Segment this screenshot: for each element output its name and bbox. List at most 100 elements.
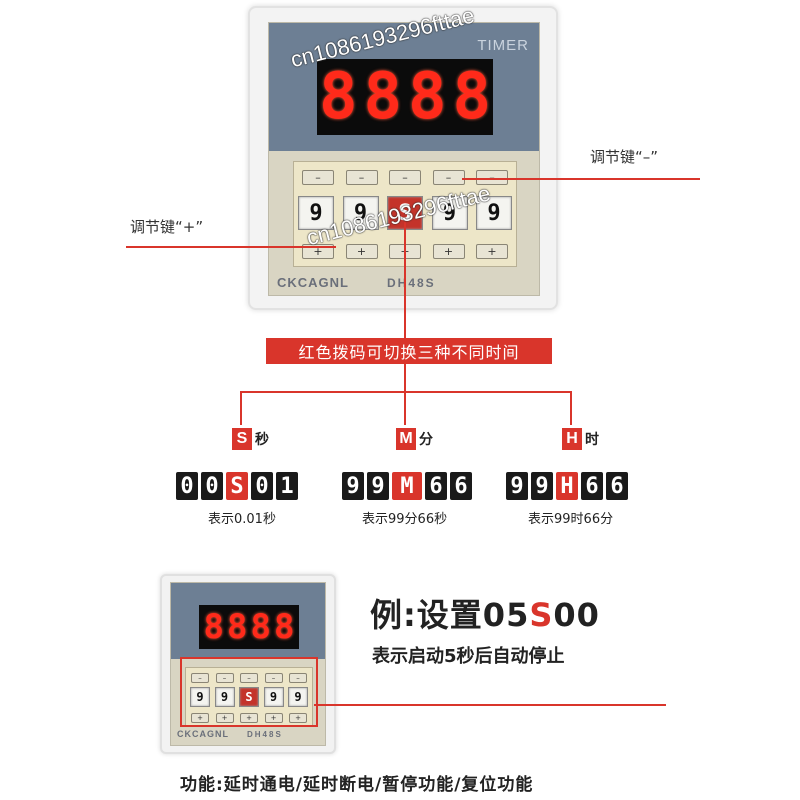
- mode-hours-label: H 时: [562, 428, 599, 450]
- display-band: 8 8 8 8: [171, 583, 325, 659]
- digit-dial[interactable]: 9: [263, 687, 284, 707]
- minus-key-row: – – – – –: [191, 673, 307, 683]
- plus-callout-line: [126, 246, 336, 248]
- mode-seconds-caption: 表示0.01秒: [208, 512, 276, 527]
- brand-logo: CKCAGNL: [177, 729, 229, 739]
- display-digit: 8: [318, 60, 358, 134]
- digit-tile: 0: [201, 472, 223, 500]
- display-digit: 8: [273, 607, 295, 647]
- display-digit: 8: [363, 60, 402, 134]
- digit-tile: 0: [176, 472, 198, 500]
- digit-dial[interactable]: 9: [190, 687, 210, 707]
- example-suffix: 00: [553, 596, 600, 634]
- mode-unit: 时: [585, 432, 599, 448]
- digit-dial[interactable]: 9: [342, 196, 379, 230]
- plus-key-callout: 调节键“+”: [130, 218, 204, 236]
- digit-tile: 6: [450, 472, 472, 500]
- plus-key[interactable]: +: [345, 244, 378, 259]
- digit-dial[interactable]: 9: [288, 687, 308, 707]
- digit-dial[interactable]: 9: [431, 196, 468, 230]
- timer-label: TIMER: [477, 37, 529, 54]
- mode-letter: H: [562, 428, 582, 450]
- digit-tile: 6: [425, 472, 447, 500]
- digit-tile: 9: [342, 472, 364, 500]
- mode-letter: M: [396, 428, 416, 450]
- display-digit: 8: [408, 60, 447, 134]
- minus-key[interactable]: –: [215, 673, 234, 683]
- example-prefix: 例:设置05: [370, 596, 530, 634]
- tree-leg-h: [570, 391, 572, 425]
- minus-key[interactable]: –: [432, 170, 465, 185]
- tree-leg-m: [404, 391, 406, 425]
- mode-minutes-label: M 分: [396, 428, 433, 450]
- connector-line: [404, 222, 406, 338]
- example-title: 例:设置05S00: [370, 590, 600, 636]
- minus-key[interactable]: –: [240, 673, 258, 683]
- digit-tile: 6: [581, 472, 603, 500]
- mode-minutes-caption: 表示99分66秒: [362, 512, 448, 527]
- dial-row: 9 9 S 9 9: [190, 687, 308, 707]
- model-label: DH48S: [247, 730, 283, 739]
- tree-stem: [404, 364, 406, 392]
- plus-key[interactable]: +: [240, 713, 258, 723]
- mode-hours-caption: 表示99时66分: [528, 512, 614, 527]
- digit-tile: 6: [606, 472, 628, 500]
- digit-tile: 1: [276, 472, 298, 500]
- digit-tile: 9: [531, 472, 553, 500]
- mode-unit: 分: [419, 432, 433, 448]
- minus-key[interactable]: –: [476, 170, 508, 185]
- led-display: 8 8 8 8: [317, 59, 493, 135]
- minus-key-row: – – – – –: [302, 170, 508, 185]
- minus-key[interactable]: –: [389, 170, 421, 185]
- unit-dial[interactable]: S: [239, 687, 259, 707]
- display-band: TIMER 8 8 8 8: [269, 23, 539, 151]
- plus-key[interactable]: +: [432, 244, 465, 259]
- highlight-box: [180, 657, 318, 727]
- device-face: 8 8 8 8 – – – – – 9 9 S 9 9 +: [170, 582, 326, 746]
- example-callout-line: [314, 704, 666, 706]
- brand-logo: CKCAGNL: [277, 275, 349, 290]
- plus-key[interactable]: +: [289, 713, 307, 723]
- mode-unit: 秒: [255, 432, 269, 448]
- example-subtitle: 表示启动5秒后自动停止: [372, 646, 565, 667]
- plus-key-row: + + + + +: [191, 713, 307, 723]
- digit-dial[interactable]: 9: [214, 687, 235, 707]
- mode-seconds-label: S 秒: [232, 428, 269, 450]
- display-digit: 8: [203, 607, 225, 647]
- minus-callout-line: [462, 178, 700, 180]
- digit-dial[interactable]: 9: [298, 196, 334, 230]
- plus-key[interactable]: +: [476, 244, 508, 259]
- dial-row: 9 9 S 9 9: [298, 196, 512, 230]
- functions-text: 功能:延时通电/延时断电/暂停功能/复位功能: [180, 775, 534, 795]
- digit-tile: 9: [367, 472, 389, 500]
- unit-tile: S: [226, 472, 248, 500]
- display-digit: 8: [452, 60, 492, 134]
- mode-seconds-tiles: 0 0 S 0 1: [176, 472, 298, 500]
- mode-hours-tiles: 9 9 H 6 6: [506, 472, 628, 500]
- display-digit: 8: [227, 607, 248, 647]
- display-digit: 8: [250, 607, 271, 647]
- minus-key[interactable]: –: [191, 673, 209, 683]
- digit-tile: 9: [506, 472, 528, 500]
- dial-switch-panel: – – – – – 9 9 S 9 9 + + + + +: [185, 667, 313, 727]
- minus-key[interactable]: –: [264, 673, 283, 683]
- mode-letter: S: [232, 428, 252, 450]
- minus-key[interactable]: –: [345, 170, 378, 185]
- timer-device-small: 8 8 8 8 – – – – – 9 9 S 9 9 +: [160, 574, 336, 754]
- plus-key-row: + + + + +: [302, 244, 508, 259]
- plus-key[interactable]: +: [264, 713, 283, 723]
- unit-tile: M: [392, 472, 422, 500]
- minus-key-callout: 调节键“–”: [590, 148, 659, 166]
- led-display: 8 8 8 8: [199, 605, 299, 649]
- tree-branch: [240, 391, 572, 393]
- plus-key[interactable]: +: [191, 713, 209, 723]
- plus-key[interactable]: +: [215, 713, 234, 723]
- example-highlight: S: [529, 596, 554, 634]
- unit-tile: H: [556, 472, 578, 500]
- minus-key[interactable]: –: [289, 673, 307, 683]
- minus-key[interactable]: –: [302, 170, 334, 185]
- tree-leg-s: [240, 391, 242, 425]
- digit-tile: 0: [251, 472, 273, 500]
- mode-minutes-tiles: 9 9 M 6 6: [342, 472, 472, 500]
- digit-dial[interactable]: 9: [476, 196, 512, 230]
